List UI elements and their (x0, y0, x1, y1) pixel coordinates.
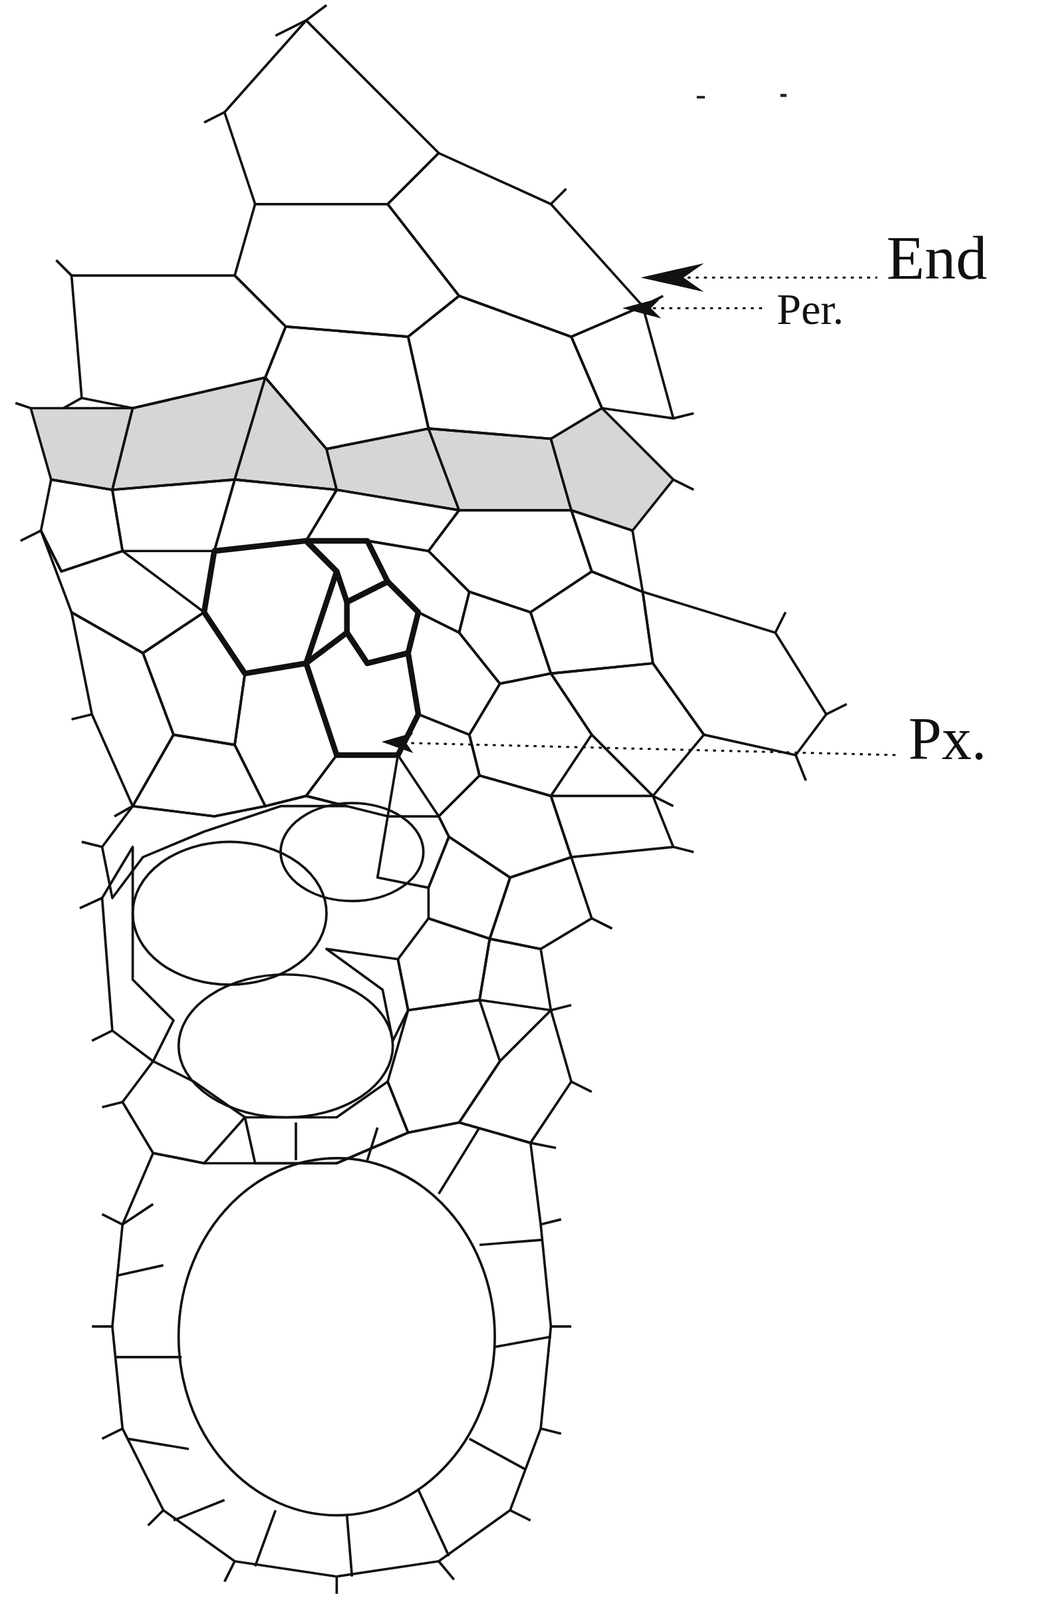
stray-marks (696, 93, 787, 99)
cell-walls (15, 5, 847, 1594)
endodermis-shading (30, 377, 673, 531)
tissue-label: Per. (776, 287, 844, 332)
xylem-walls (204, 540, 419, 755)
tissue-label: End (886, 226, 987, 289)
tissue-label: Px. (908, 708, 987, 769)
leader-lines (402, 277, 898, 755)
leader-arrowheads (381, 263, 705, 753)
